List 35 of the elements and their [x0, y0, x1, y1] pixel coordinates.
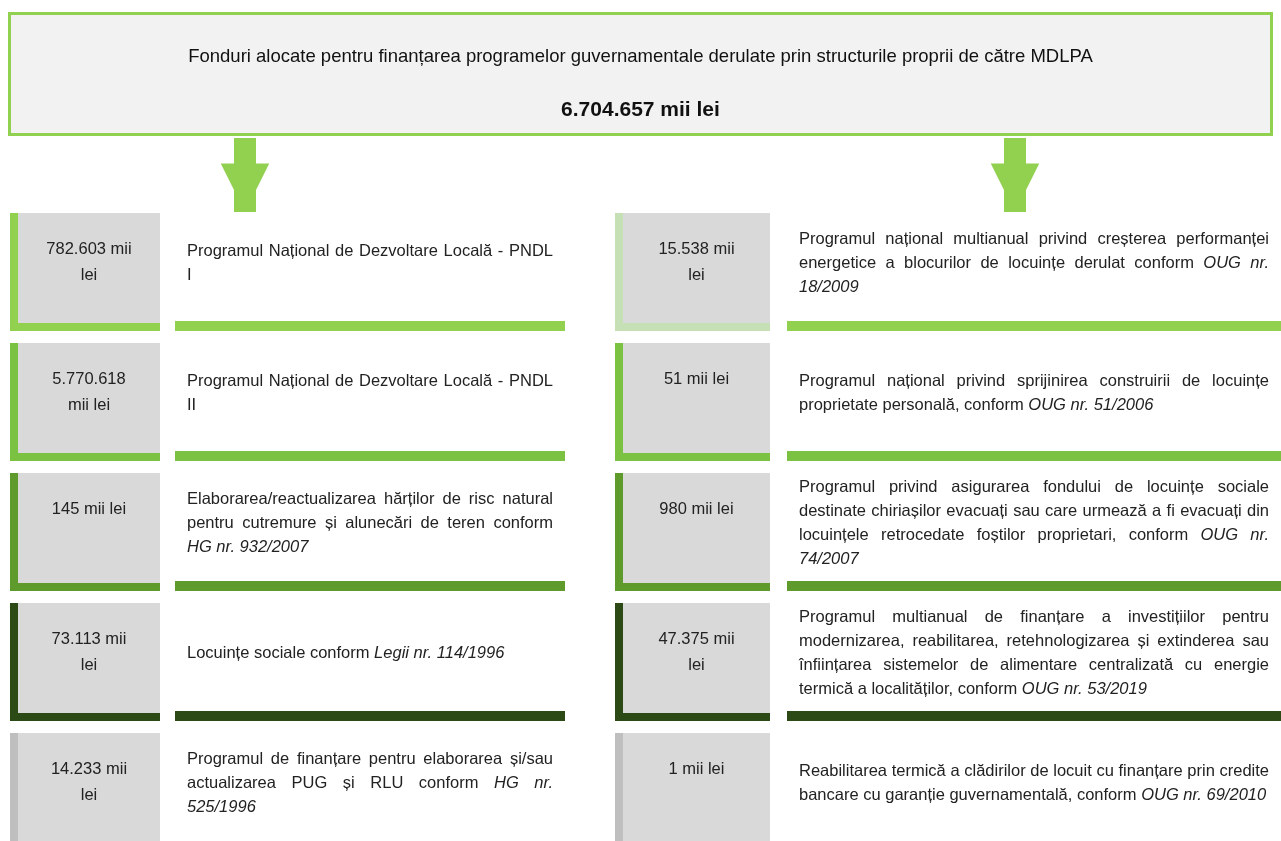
arrow: [220, 138, 270, 212]
amount-card: [10, 343, 160, 461]
amount-card: [10, 603, 160, 721]
arrow: [990, 138, 1040, 212]
amount-card: [615, 473, 770, 591]
amount-text: 1 mii lei: [667, 758, 726, 779]
program-description: Programul național multianual privind creșterea performanței energetice a blocurilor de locuințe derulat conform OUG nr. 18/2009: [799, 228, 1269, 297]
program-description: Programul Național de Dezvoltare Locală - PNDL II: [187, 370, 553, 415]
header-title: Fonduri alocate pentru finanțarea programelor guvernamentale derulate prin structurile proprii de către MDLPA: [187, 45, 1094, 67]
program-description: Programul multianual de finanțare a investițiilor pentru modernizarea, reabilitarea, retehnologizarea și extinderea sau înființarea sistemelor de alimentare centralizată cu energie termică a localităților, conform OUG nr. 53/2019: [799, 606, 1269, 699]
amount-card: [615, 213, 770, 331]
header-banner: [8, 12, 1273, 136]
amount-card: [10, 473, 160, 591]
program-description: Elaborarea/reactualizarea hărților de risc natural pentru cutremure și alunecări de teren conform HG nr. 932/2007: [187, 488, 553, 557]
amount-text: 51 mii lei: [662, 368, 731, 389]
program-description: Locuințe sociale conform Legii nr. 114/1996: [187, 642, 506, 663]
program-description: Programul de finanțare pentru elaborarea și/sau actualizarea PUG și RLU conform HG nr. 525/1996: [187, 748, 553, 817]
amount-text: 73.113 mii lei: [50, 628, 128, 675]
amount-card: [10, 213, 160, 331]
program-description: Programul privind asigurarea fondului de locuințe sociale destinate chiriașilor evacuați sau care urmează a fi evacuați din locuințele retrocedate foștilor proprietari, conform OUG nr. 74/2007: [799, 476, 1269, 569]
amount-text: 980 mii lei: [658, 498, 735, 519]
program-description: Programul național privind sprijinirea construirii de locuințe proprietate personală, conform OUG nr. 51/2006: [799, 370, 1269, 415]
amount-text: 15.538 mii lei: [657, 238, 736, 285]
amount-text: 14.233 mii lei: [49, 758, 129, 805]
program-description: Programul Național de Dezvoltare Locală - PNDL I: [187, 240, 553, 285]
amount-card: [615, 603, 770, 721]
amount-card: [615, 343, 770, 461]
amount-text: 5.770.618 mii lei: [51, 368, 127, 415]
program-description: Reabilitarea termică a clădirilor de locuit cu finanțare prin credite bancare cu garanție guvernamentală, conform OUG nr. 69/2010: [799, 760, 1269, 805]
amount-text: 145 mii lei: [50, 498, 128, 519]
amount-card: [10, 733, 160, 841]
amount-text: 47.375 mii lei: [657, 628, 736, 675]
amount-card: [615, 733, 770, 841]
header-total: 6.704.657 mii lei: [560, 97, 721, 121]
amount-text: 782.603 mii lei: [45, 238, 133, 285]
